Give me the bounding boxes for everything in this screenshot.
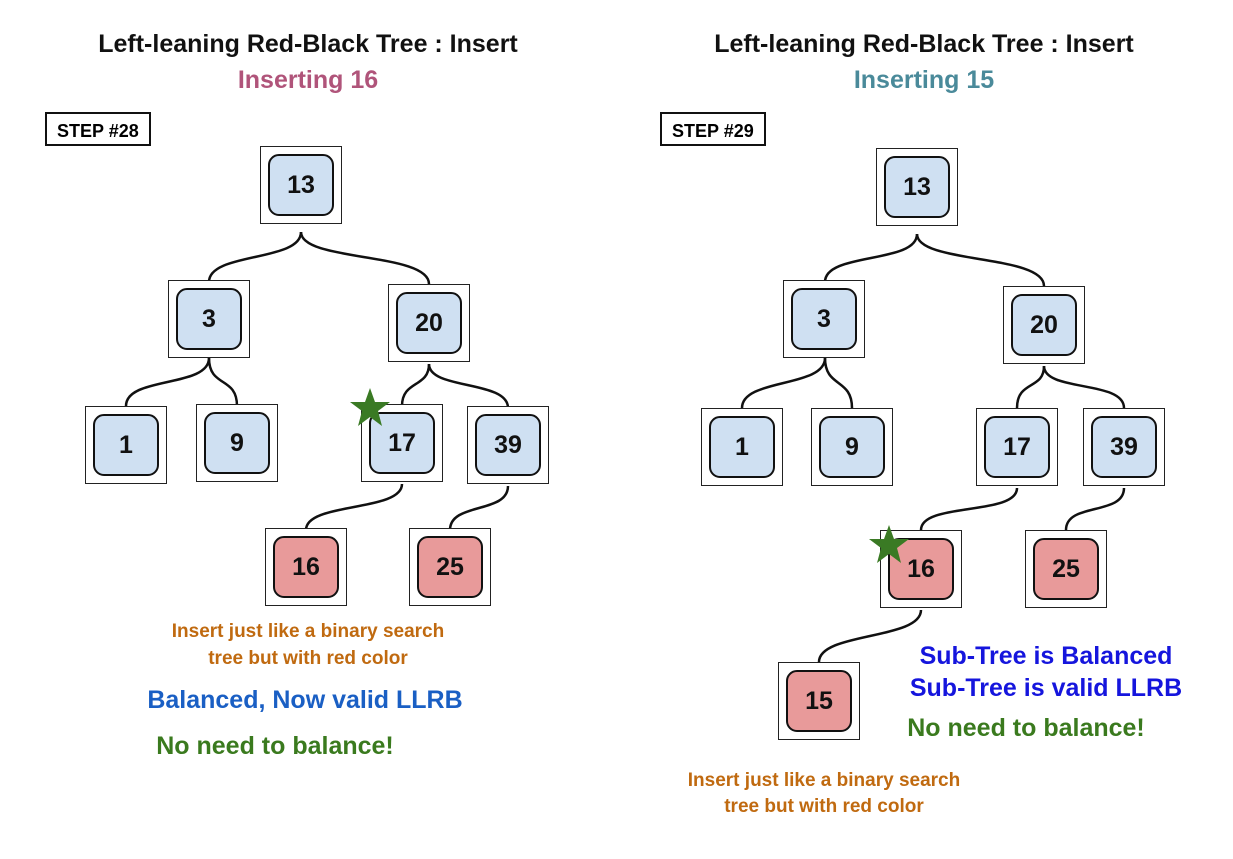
diagram-title: Left-leaning Red-Black Tree : Insert [98, 30, 518, 58]
node-value: 16 [888, 538, 954, 600]
status-line-2: Sub-Tree is valid LLRB [909, 674, 1183, 702]
node-value: 39 [1091, 416, 1157, 478]
tree-node-39: 39 [467, 406, 549, 484]
tree-node-3: 3 [783, 280, 865, 358]
node-value: 9 [819, 416, 885, 478]
edge-13-3 [207, 231, 303, 283]
node-value: 3 [791, 288, 857, 350]
node-value: 25 [417, 536, 483, 598]
insert-note-line-1: Insert just like a binary search [171, 621, 445, 642]
tree-node-13: 13 [876, 148, 958, 226]
edge-20-17 [1015, 365, 1046, 409]
tree-node-25: 25 [1025, 530, 1107, 608]
tree-node-3: 3 [168, 280, 250, 358]
tree-node-9: 9 [196, 404, 278, 482]
edge-17-16 [919, 487, 1019, 531]
tree-node-25: 25 [409, 528, 491, 606]
node-value: 20 [396, 292, 462, 354]
edge-13-20 [915, 233, 1046, 287]
panel-step-29: Left-leaning Red-Black Tree : Insert Ins… [616, 0, 1232, 859]
tree-edges [124, 231, 510, 531]
star-icon [350, 388, 390, 426]
tree-node-1: 1 [701, 408, 783, 486]
edge-13-3 [823, 233, 919, 283]
step-label: STEP #28 [45, 112, 151, 146]
insert-note-line-2: tree but with red color [724, 796, 924, 817]
insert-note-line-2: tree but with red color [208, 648, 408, 669]
node-value: 17 [984, 416, 1050, 478]
status-note: Balanced, Now valid LLRB [147, 686, 463, 714]
step-label: STEP #29 [660, 112, 766, 146]
edge-13-20 [299, 231, 431, 285]
node-value: 15 [786, 670, 852, 732]
node-value: 9 [204, 412, 270, 474]
node-value: 16 [273, 536, 339, 598]
tree-node-16: 16 [265, 528, 347, 606]
tree-node-20: 20 [1003, 286, 1085, 364]
balance-note: No need to balance! [156, 732, 394, 760]
node-value: 25 [1033, 538, 1099, 600]
star-icon [869, 525, 909, 563]
diagram-subtitle: Inserting 16 [237, 66, 379, 94]
node-value: 1 [93, 414, 159, 476]
node-value: 3 [176, 288, 242, 350]
tree-node-39: 39 [1083, 408, 1165, 486]
tree-node-9: 9 [811, 408, 893, 486]
status-note: Sub-Tree is Balanced Sub-Tree is valid L… [886, 640, 1206, 704]
edge-39-25 [1064, 487, 1126, 531]
balance-note: No need to balance! [907, 714, 1145, 742]
edge-20-17 [400, 363, 431, 407]
insert-note: Insert just like a binary search tree bu… [118, 618, 498, 672]
status-line-1: Sub-Tree is Balanced [919, 642, 1173, 670]
tree-node-15: 15 [778, 662, 860, 740]
node-value: 13 [884, 156, 950, 218]
tree-edges [740, 233, 1126, 663]
edge-3-1 [124, 357, 211, 407]
edge-20-39 [1042, 365, 1126, 409]
insert-note: Insert just like a binary search tree bu… [634, 768, 1014, 820]
edge-3-9 [823, 357, 854, 409]
tree-node-1: 1 [85, 406, 167, 484]
tree-node-17: 17 [976, 408, 1058, 486]
node-value: 39 [475, 414, 541, 476]
node-value: 20 [1011, 294, 1077, 356]
insert-note-line-1: Insert just like a binary search [687, 770, 961, 791]
panel-step-28: Left-leaning Red-Black Tree : Insert Ins… [0, 0, 616, 859]
edge-20-39 [427, 363, 510, 409]
diagram-title: Left-leaning Red-Black Tree : Insert [714, 30, 1134, 58]
edge-17-16 [304, 483, 404, 531]
edge-3-1 [740, 357, 827, 409]
diagram-subtitle: Inserting 15 [853, 66, 995, 94]
tree-node-16: 16 [880, 530, 962, 608]
edge-16-15 [817, 609, 923, 663]
node-value: 13 [268, 154, 334, 216]
edge-3-9 [207, 357, 239, 407]
edge-39-25 [448, 485, 510, 531]
node-value: 1 [709, 416, 775, 478]
tree-node-20: 20 [388, 284, 470, 362]
tree-node-13: 13 [260, 146, 342, 224]
